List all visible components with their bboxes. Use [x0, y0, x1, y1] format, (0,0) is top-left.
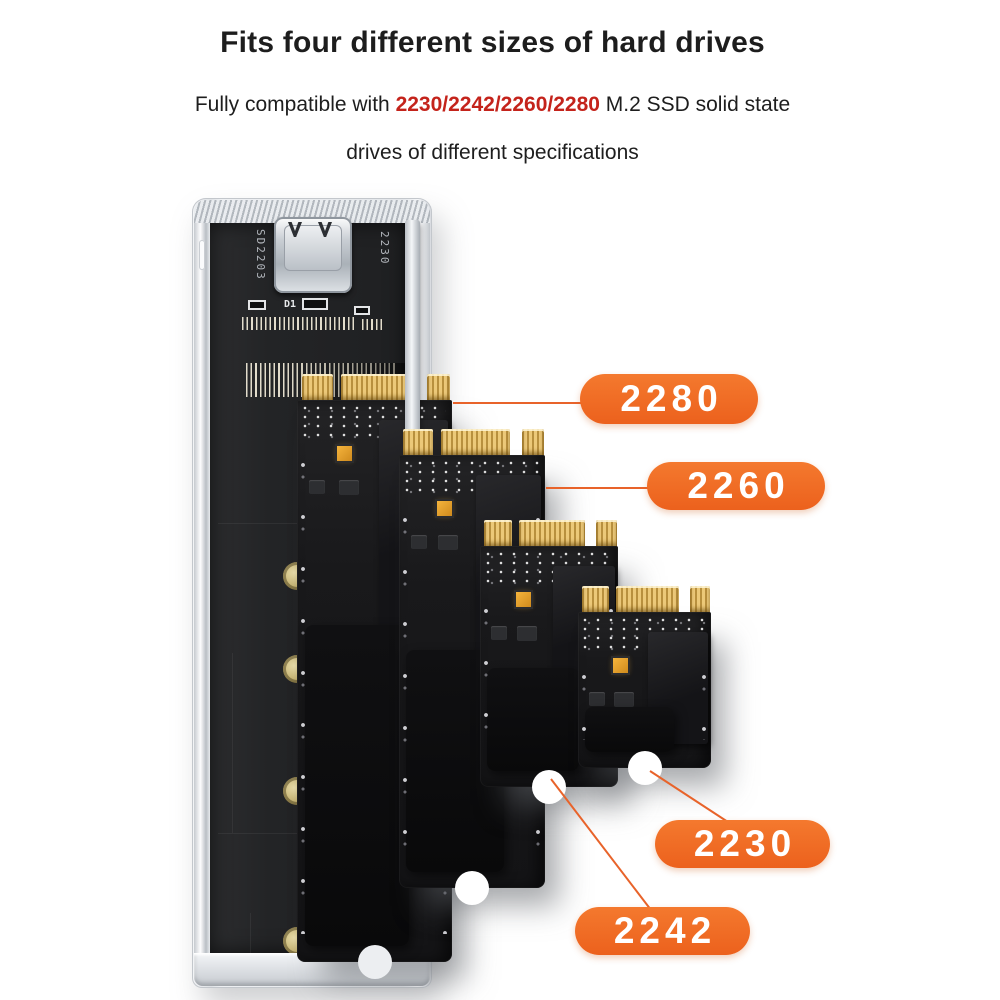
controller-chip: [612, 658, 628, 673]
gold-fingers: [578, 586, 711, 613]
smd-component: [302, 298, 328, 310]
size-badge-2280: 2280: [580, 374, 758, 424]
pcb-model-label: SD2203: [254, 229, 267, 281]
gold-fingers: [297, 374, 452, 401]
pcb-pad-row: [242, 317, 354, 330]
mount-notch: [627, 751, 662, 785]
drive-label: [304, 625, 409, 946]
size-badge-2242: 2242: [575, 907, 750, 955]
callout-line-2242: [550, 778, 652, 911]
enclosure-top-cap: [194, 200, 430, 223]
pcb-pad-row: [362, 319, 382, 330]
size-badge-2230: 2230: [655, 820, 830, 868]
subtitle-sizes-highlight: 2230/2242/2260/2280: [395, 93, 600, 116]
smd-component: [248, 300, 266, 310]
page-title: Fits four different sizes of hard drives: [220, 26, 765, 59]
mount-notch: [532, 770, 566, 804]
enclosure-edge-rod: [405, 220, 420, 446]
callout-line-2230: [649, 770, 732, 825]
enclosure-left-groove: [199, 240, 205, 270]
enclosure-left-rail: [194, 223, 210, 953]
ssd-card-2230: [578, 586, 711, 785]
gold-fingers: [399, 429, 545, 456]
controller-chip: [515, 592, 531, 607]
subtitle-suffix: M.2 SSD solid state: [599, 93, 791, 116]
controller-chip: [337, 446, 353, 461]
subtitle-line1: Fully compatible with 2230/2242/2260/228…: [0, 93, 985, 117]
pcb-2230-position-label: 2230: [378, 231, 391, 266]
mount-notch: [357, 945, 392, 979]
ssd-board: [578, 612, 711, 785]
mount-notch: [455, 871, 489, 905]
component-designator-d1: D1: [284, 299, 297, 310]
drive-label: [584, 707, 674, 752]
subtitle-line2: drives of different specifications: [346, 141, 639, 164]
usb-c-port: [274, 217, 352, 293]
drive-label: [486, 668, 580, 771]
size-badge-2260: 2260: [647, 462, 825, 510]
subtitle-prefix: Fully compatible with: [194, 93, 396, 116]
smd-component: [354, 306, 370, 315]
gold-fingers: [480, 520, 618, 547]
controller-chip: [436, 501, 452, 516]
